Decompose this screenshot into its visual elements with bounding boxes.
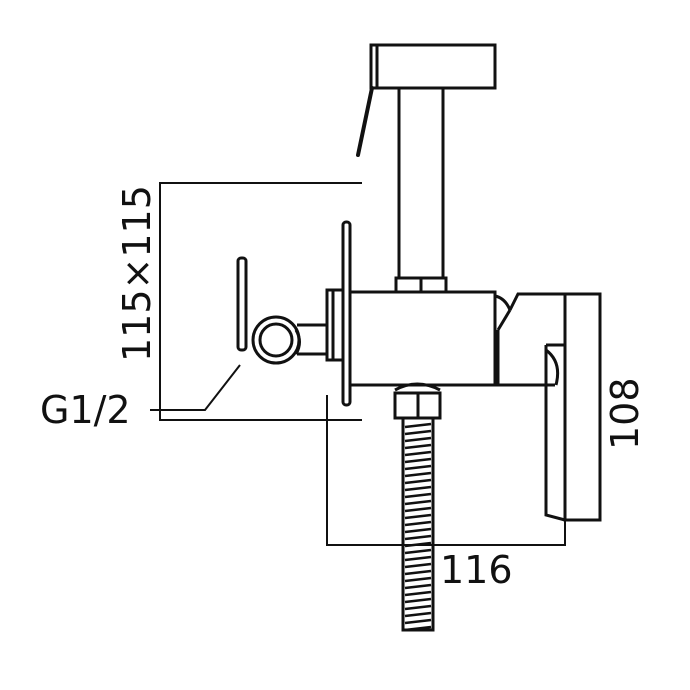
hose-rib (404, 534, 432, 541)
hose-rib (404, 576, 432, 583)
hose-rib (404, 499, 432, 506)
height-label: 108 (603, 377, 647, 450)
hose-rib (404, 485, 432, 492)
hose-rib (404, 506, 432, 513)
hose-rib (404, 478, 432, 485)
plate-size-label: 115×115 (115, 185, 159, 362)
hose-rib (404, 618, 432, 625)
depth-label: 116 (440, 548, 513, 592)
hose-rib (404, 597, 432, 604)
hose-rib (404, 450, 432, 457)
hose-rib (404, 527, 432, 534)
wall-plate (325, 220, 352, 407)
hose-rib (404, 548, 432, 555)
hose-connector (393, 382, 442, 632)
plate-dimension-lines (159, 182, 362, 421)
thread-leader-line (150, 364, 241, 411)
hose-rib (404, 625, 432, 632)
hose-rib (404, 520, 432, 527)
depth-dimension-lines (326, 395, 566, 546)
hose-rib (404, 443, 432, 450)
hand-sprayer (356, 43, 497, 294)
hose-rib (404, 611, 432, 618)
hose-rib (404, 569, 432, 576)
hose-rib (404, 604, 432, 611)
thread-label: G1/2 (40, 388, 131, 432)
hose-rib (404, 471, 432, 478)
hose-rib (404, 583, 432, 590)
hose-rib (404, 422, 432, 429)
valve-body (348, 290, 602, 522)
hose-rib (404, 457, 432, 464)
hose-rib (404, 436, 432, 443)
inlet-knob (236, 256, 327, 365)
hose-rib (404, 555, 432, 562)
hose-rib (404, 590, 432, 597)
hose-rib (404, 513, 432, 520)
hose-rib (404, 492, 432, 499)
hose-rib (404, 429, 432, 436)
hose-rib (404, 562, 432, 569)
hose-rib (404, 464, 432, 471)
